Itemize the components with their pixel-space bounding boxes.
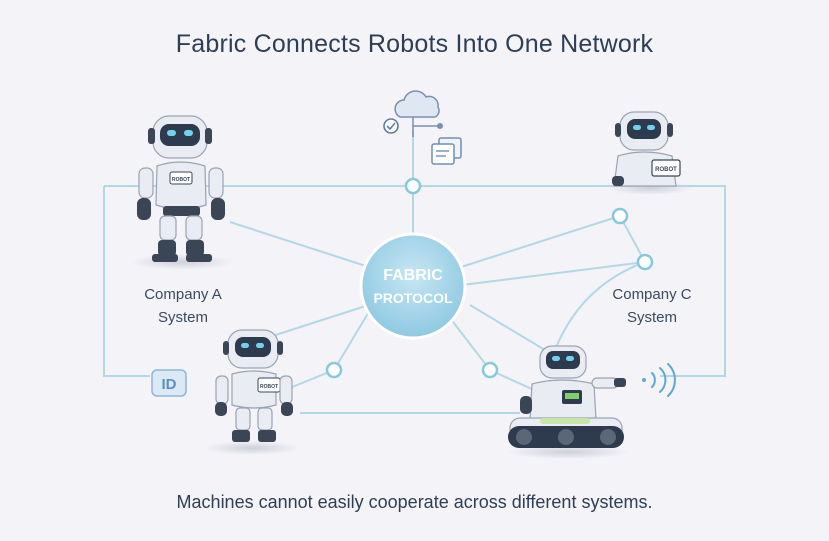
robot-c-tag: ROBOT — [655, 167, 677, 173]
id-badge-icon: ID — [151, 369, 187, 397]
cloud-sync-icon — [383, 90, 443, 137]
network-nodes — [325, 177, 654, 379]
hub-line1: FABRIC — [383, 267, 443, 284]
wifi-signal-icon — [642, 363, 676, 397]
caption-text: Machines cannot easily cooperate across … — [176, 492, 653, 512]
robot-a-tag: ROBOT — [172, 177, 190, 183]
company-c-line2: System — [626, 309, 677, 326]
id-badge-label: ID — [162, 376, 177, 393]
company-a-label: Company A System — [118, 283, 248, 329]
company-c-line1: Company C — [612, 286, 692, 303]
page-title: Fabric Connects Robots Into One Network — [175, 30, 654, 58]
company-c-label: Company C System — [587, 283, 717, 329]
robot-company-a: ROBOT — [130, 115, 234, 270]
network-links — [103, 130, 726, 414]
fabric-protocol-hub: FABRIC PROTOCOL — [359, 232, 467, 340]
document-stack-icon — [431, 137, 462, 165]
robot-bottom-right-wheeled — [506, 345, 630, 459]
robot-company-c: ROBOT — [606, 111, 694, 195]
robot-bottom-left: ROBOT — [204, 329, 300, 455]
company-a-line1: Company A — [144, 286, 222, 303]
company-a-line2: System — [157, 309, 208, 326]
robot-bl-tag: ROBOT — [260, 384, 278, 390]
hub-line2: PROTOCOL — [373, 290, 453, 306]
